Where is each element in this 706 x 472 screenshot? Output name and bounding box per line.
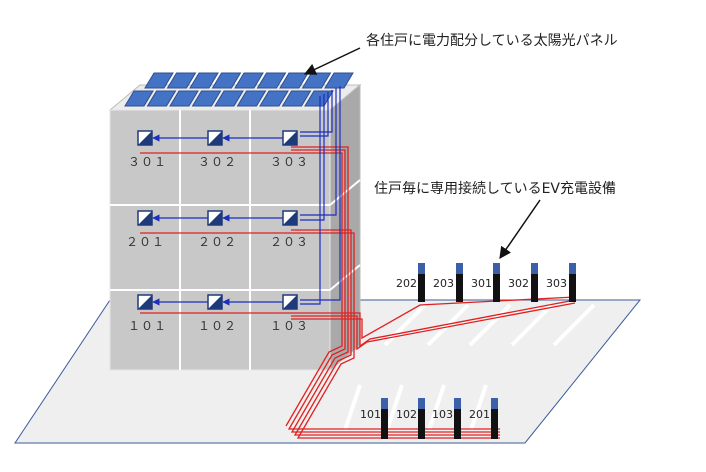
unit-box-201 bbox=[137, 210, 153, 226]
charger-label-101: 101 bbox=[360, 408, 381, 421]
ev-charger-103 bbox=[454, 398, 461, 439]
solar-panel-array bbox=[124, 72, 354, 107]
unit-label-201: ２０１ bbox=[126, 235, 165, 249]
ev-charger-203 bbox=[456, 263, 463, 302]
unit-label-202: ２０２ bbox=[198, 235, 237, 249]
unit-label-103: １０３ bbox=[270, 319, 309, 333]
solar-panel bbox=[191, 90, 222, 107]
solar-panel bbox=[256, 72, 287, 89]
unit-box-202 bbox=[207, 210, 223, 226]
ev-charger-303 bbox=[569, 263, 576, 302]
unit-label-303: ３０３ bbox=[270, 155, 309, 169]
solar-panel bbox=[236, 90, 267, 107]
ev-callout-arrow bbox=[499, 199, 541, 259]
unit-label-101: １０１ bbox=[128, 319, 167, 333]
charger-label-303: 303 bbox=[546, 277, 567, 290]
ev-charger-201 bbox=[491, 398, 498, 439]
unit-boxes bbox=[137, 130, 298, 310]
ev-charger-202 bbox=[418, 263, 425, 302]
charger-label-202: 202 bbox=[396, 277, 417, 290]
unit-box-103 bbox=[282, 294, 298, 310]
solar-panel bbox=[214, 90, 244, 107]
solar-panel bbox=[144, 72, 174, 89]
ev-charger-101 bbox=[381, 398, 388, 439]
solar-panel bbox=[211, 72, 242, 89]
solar-panel bbox=[169, 90, 199, 107]
charger-label-302: 302 bbox=[508, 277, 529, 290]
charger-label-102: 102 bbox=[396, 408, 417, 421]
unit-box-302 bbox=[207, 130, 223, 146]
charger-label-203: 203 bbox=[433, 277, 454, 290]
unit-box-301 bbox=[137, 130, 153, 146]
charger-label-201: 201 bbox=[469, 408, 490, 421]
unit-label-102: １０２ bbox=[198, 319, 237, 333]
solar-panel bbox=[189, 72, 219, 89]
solar-panel bbox=[304, 90, 334, 107]
unit-label-301: ３０１ bbox=[128, 155, 167, 169]
ev-charger-102 bbox=[418, 398, 425, 439]
ev-charger-callout: 住戸毎に専用接続しているEV充電設備 bbox=[374, 181, 617, 197]
ev-chargers bbox=[381, 263, 576, 439]
solar-panel bbox=[146, 90, 177, 107]
unit-box-101 bbox=[137, 294, 153, 310]
solar-panel bbox=[166, 72, 197, 89]
charger-label-301: 301 bbox=[471, 277, 492, 290]
unit-label-203: ２０３ bbox=[270, 235, 309, 249]
solar-callout-arrow bbox=[303, 47, 361, 75]
wiring bbox=[140, 86, 576, 439]
solar-panel bbox=[234, 72, 264, 89]
unit-box-102 bbox=[207, 294, 223, 310]
solar-panel-callout: 各住戸に電力配分している太陽光パネル bbox=[366, 33, 618, 49]
solar-panel bbox=[259, 90, 289, 107]
solar-panel bbox=[281, 90, 312, 107]
unit-box-303 bbox=[282, 130, 298, 146]
parking-lines bbox=[343, 303, 596, 431]
unit-box-203 bbox=[282, 210, 298, 226]
solar-panel bbox=[301, 72, 332, 89]
solar-panel bbox=[324, 72, 354, 89]
unit-label-302: ３０２ bbox=[198, 155, 237, 169]
ev-charger-301 bbox=[493, 263, 500, 302]
charger-label-103: 103 bbox=[432, 408, 453, 421]
solar-panel bbox=[124, 90, 154, 107]
ev-charger-302 bbox=[531, 263, 538, 302]
